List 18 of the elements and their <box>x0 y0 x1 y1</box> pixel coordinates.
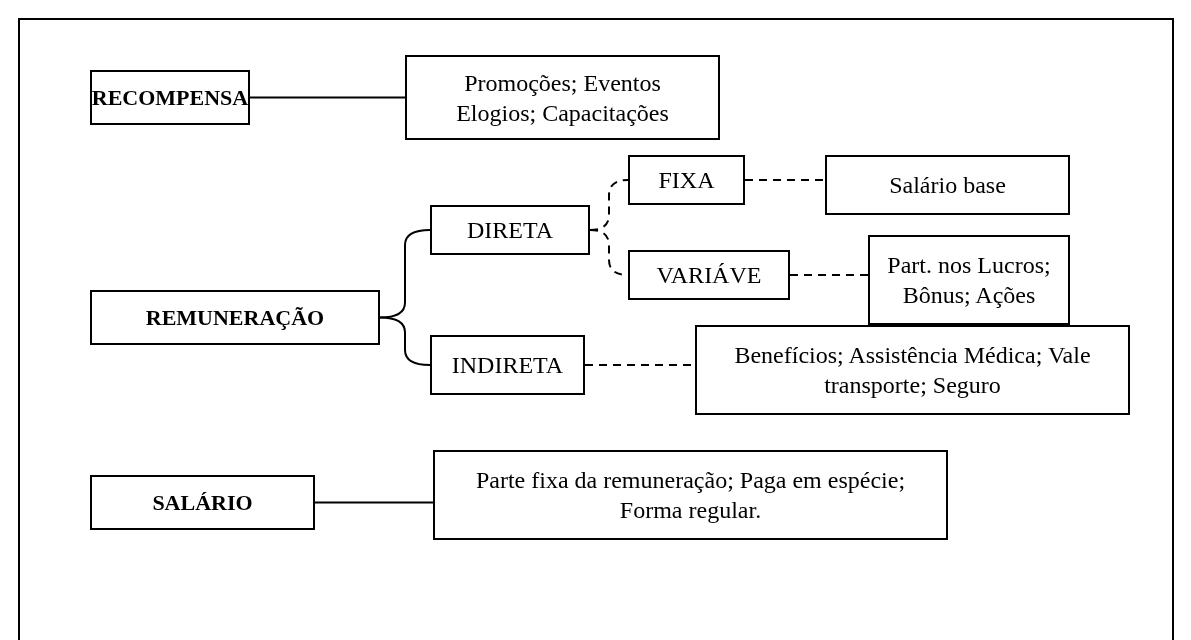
connector-line <box>789 274 869 276</box>
text-box: RECOMPENSA <box>90 70 250 125</box>
text-box: SALÁRIO <box>90 475 315 530</box>
text-box: REMUNERAÇÃO <box>90 290 380 345</box>
brace-connector <box>379 316 431 366</box>
text-box: VARIÁVE <box>628 250 790 300</box>
connector-line <box>744 179 826 181</box>
text-box: FIXA <box>628 155 745 205</box>
text-box: Salário base <box>825 155 1070 215</box>
connector-line <box>314 501 434 504</box>
text-box: Part. nos Lucros; Bônus; Ações <box>868 235 1070 325</box>
text-box: Promoções; Eventos Elogios; Capacitações <box>405 55 720 140</box>
connector-line <box>249 96 406 99</box>
text-box: INDIRETA <box>430 335 585 395</box>
text-box: Benefícios; Assistência Médica; Vale transporte; Seguro <box>695 325 1130 415</box>
brace-connector <box>379 229 431 319</box>
text-box: Parte fixa da remuneração; Paga em espécie; Forma regular. <box>433 450 948 540</box>
text-box: DIRETA <box>430 205 590 255</box>
